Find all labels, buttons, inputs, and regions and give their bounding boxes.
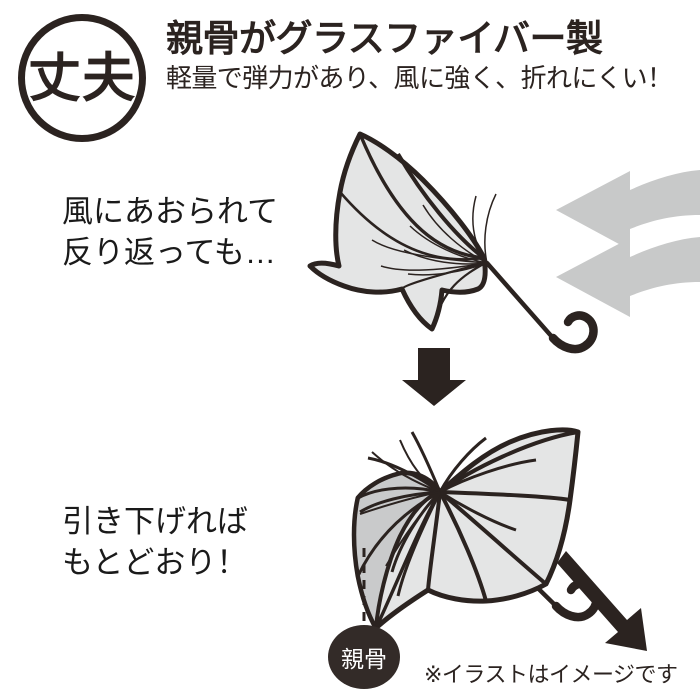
arrow-down-icon (402, 348, 466, 406)
step-1-caption: 風にあおられて 反り返っても… (62, 192, 278, 274)
umbrella-canopy-open (351, 427, 581, 631)
umbrella-ribs-bottom (359, 431, 537, 597)
umbrella-canopy-inverted (307, 131, 488, 332)
step-1-caption-line-1: 風にあおられて (62, 194, 279, 229)
wind-arrow-upper (556, 170, 700, 250)
step-2-caption-line-2: もとどおり！ (62, 544, 248, 580)
page-title: 親骨がグラスファイバー製 (166, 18, 603, 59)
motion-arrow-diagonal (557, 551, 647, 651)
callout-rib-badge: 親骨 (328, 625, 400, 689)
wind-arrow-lower (556, 237, 700, 317)
umbrella-ribs-bottom-thin (359, 439, 441, 567)
step-2-caption: 引き下げれば もとどおり！ (62, 502, 248, 584)
page-subtitle: 軽量で弾力があり、風に強く、折れにくい！ (166, 63, 673, 94)
umbrella-ribs-top (371, 193, 497, 276)
feature-badge: 丈夫 (18, 14, 146, 142)
step-1-caption-line-2: 反り返っても… (62, 234, 276, 270)
restored-umbrella-illustration (351, 427, 601, 631)
step-2-caption-line-1: 引き下げれば (62, 504, 248, 539)
feature-badge-label: 丈夫 (28, 48, 136, 108)
illustration-disclaimer: ※イラストはイメージです (424, 662, 678, 687)
umbrella-shaft-bottom (437, 489, 601, 622)
inverted-umbrella-illustration (307, 131, 598, 354)
header-text-block: 親骨がグラスファイバー製 軽量で弾力があり、風に強く、折れにくい！ (166, 18, 694, 95)
callout-rib-badge-label: 親骨 (341, 646, 387, 672)
umbrella-shaft-top (484, 260, 598, 354)
